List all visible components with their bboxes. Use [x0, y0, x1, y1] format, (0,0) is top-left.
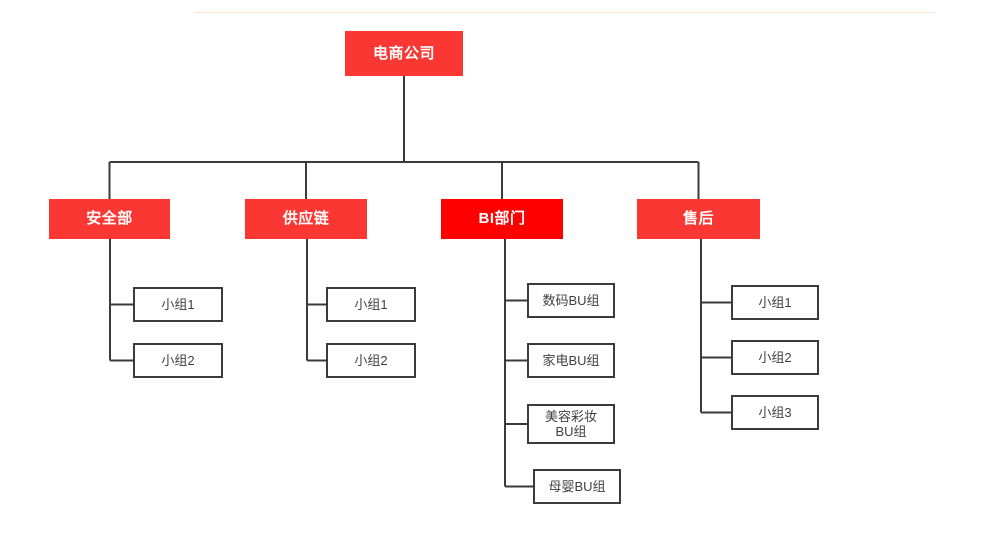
org-node-label: 安全部: [86, 210, 133, 228]
org-node-security-team-1[interactable]: 小组1: [133, 287, 223, 322]
org-node-label: 小组1: [354, 296, 388, 312]
org-node-dept-after-sales[interactable]: 售后: [637, 199, 760, 239]
org-node-label: 小组2: [161, 352, 195, 368]
org-node-label: 小组3: [758, 404, 792, 420]
org-node-root[interactable]: 电商公司: [345, 31, 463, 76]
org-node-label: 电商公司: [372, 44, 435, 62]
org-node-dept-security[interactable]: 安全部: [49, 199, 170, 239]
org-node-after-sales-team-2[interactable]: 小组2: [731, 340, 819, 375]
org-node-supply-team-2[interactable]: 小组2: [326, 343, 416, 378]
org-node-bi-maternal-bu[interactable]: 母婴BU组: [533, 469, 621, 504]
org-node-label: BI部门: [478, 210, 526, 228]
org-node-label: 售后: [682, 210, 714, 228]
org-node-label: 美容彩妆 BU组: [544, 408, 597, 439]
org-node-after-sales-team-1[interactable]: 小组1: [731, 285, 819, 320]
org-node-label: 小组1: [758, 294, 792, 310]
org-node-label: 家电BU组: [542, 352, 600, 368]
org-node-label: 供应链: [282, 210, 330, 228]
org-node-dept-bi[interactable]: BI部门: [441, 199, 563, 239]
org-node-after-sales-team-3[interactable]: 小组3: [731, 395, 819, 430]
org-node-label: 母婴BU组: [548, 478, 606, 494]
top-divider: [195, 12, 935, 13]
org-node-bi-beauty-bu[interactable]: 美容彩妆 BU组: [527, 404, 615, 444]
org-node-label: 小组2: [354, 352, 388, 368]
org-node-label: 小组1: [161, 296, 195, 312]
org-node-supply-team-1[interactable]: 小组1: [326, 287, 416, 322]
org-node-bi-digital-bu[interactable]: 数码BU组: [527, 283, 615, 318]
org-node-label: 数码BU组: [542, 292, 600, 308]
org-node-dept-supply-chain[interactable]: 供应链: [245, 199, 367, 239]
org-node-bi-appliance-bu[interactable]: 家电BU组: [527, 343, 615, 378]
org-node-security-team-2[interactable]: 小组2: [133, 343, 223, 378]
org-node-label: 小组2: [758, 349, 792, 365]
